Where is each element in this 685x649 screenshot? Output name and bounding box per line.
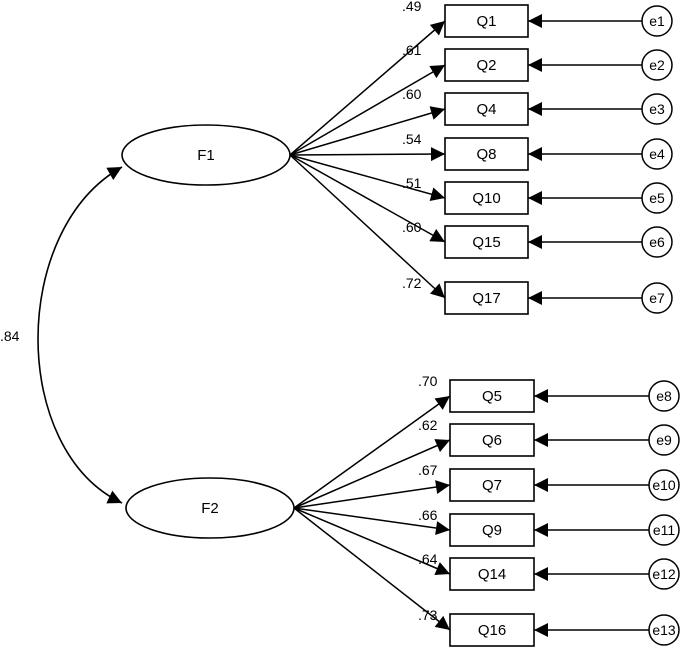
loading-path-q17 (289, 154, 446, 299)
loading-value-q16: .73 (418, 607, 438, 623)
loading-path-q5 (293, 395, 451, 509)
error-label-e7: e7 (649, 290, 665, 306)
error-label-e2: e2 (649, 57, 665, 73)
error-circle-e8 (648, 380, 680, 412)
error-circle-e7 (641, 282, 673, 314)
error-label-e6: e6 (649, 234, 665, 250)
error-circle-e6 (641, 226, 673, 258)
error-circle-e13 (648, 614, 680, 646)
loading-path-q14 (293, 507, 451, 575)
indicator-box-q10 (444, 181, 529, 215)
error-label-e1: e1 (649, 13, 665, 29)
correlation-layer: .84 (0, 166, 123, 504)
indicator-label-q1: Q1 (476, 13, 496, 30)
loading-path-q15 (289, 154, 446, 243)
loading-value-q5: .70 (418, 373, 438, 389)
error-circle-e10 (648, 469, 680, 501)
indicator-label-q15: Q15 (472, 234, 500, 251)
indicator-label-q8: Q8 (476, 146, 496, 163)
indicator-box-q16 (449, 613, 535, 647)
indicator-label-q14: Q14 (478, 566, 506, 583)
error-circle-e3 (641, 93, 673, 125)
factor-layer: F1 F2 (121, 124, 295, 539)
error-label-e9: e9 (656, 432, 672, 448)
loading-value-q7: .67 (418, 462, 438, 478)
correlation-arc (37, 166, 123, 504)
error-circle-e11 (648, 514, 680, 546)
loading-value-q9: .66 (418, 507, 438, 523)
error-circle-e12 (648, 558, 680, 590)
error-circle-e2 (641, 49, 673, 81)
loading-value-q1: .49 (402, 0, 422, 14)
indicator-box-q17 (444, 281, 529, 315)
loading-path-q1 (289, 20, 446, 156)
error-label-e5: e5 (649, 190, 665, 206)
indicator-label-q4: Q4 (476, 101, 496, 118)
error-circle-e1 (641, 5, 673, 37)
indicator-label-q7: Q7 (482, 477, 502, 494)
loading-path-q2 (289, 64, 446, 156)
indicator-label-q17: Q17 (472, 290, 500, 307)
loading-path-q10 (289, 154, 446, 202)
loading-value-q2: .61 (402, 42, 422, 58)
loading-value-q4: .60 (402, 86, 422, 102)
indicator-label-q10: Q10 (472, 190, 500, 207)
loading-path-q16 (293, 507, 451, 631)
indicator-label-q5: Q5 (482, 388, 502, 405)
factor-f1-label: F1 (197, 147, 215, 164)
indicator-label-q9: Q9 (482, 522, 502, 539)
error-label-e4: e4 (649, 146, 665, 162)
loading-path-q6 (293, 439, 451, 509)
loading-value-q10: .51 (402, 175, 422, 191)
loading-value-q6: .62 (418, 417, 438, 433)
indicator-box-q8 (444, 137, 529, 171)
correlation-value: .84 (0, 328, 20, 344)
indicator-box-q1 (444, 4, 529, 38)
loading-value-q14: .64 (418, 551, 438, 567)
error-label-e11: e11 (653, 522, 676, 538)
factor-f2-label: F2 (201, 500, 219, 517)
indicator-label-q2: Q2 (476, 57, 496, 74)
loading-path-q8 (289, 147, 446, 162)
error-label-e12: e12 (652, 566, 676, 582)
loading-value-q17: .72 (402, 275, 422, 291)
error-label-e8: e8 (656, 388, 672, 404)
loading-path-q9 (293, 507, 451, 535)
indicator-box-q9 (449, 513, 535, 547)
error-circle-e5 (641, 182, 673, 214)
indicator-box-q14 (449, 557, 535, 591)
error-label-e10: e10 (652, 477, 676, 493)
indicator-label-q16: Q16 (478, 622, 506, 639)
error-label-e3: e3 (649, 101, 665, 117)
loading-path-q4 (289, 106, 446, 156)
indicator-label-q6: Q6 (482, 432, 502, 449)
indicator-box-q2 (444, 48, 529, 82)
loading-value-q15: .60 (402, 219, 422, 235)
error-circle-e4 (641, 138, 673, 170)
loading-path-q7 (293, 480, 451, 509)
loading-value-q8: .54 (402, 131, 422, 147)
indicator-box-q5 (449, 379, 535, 413)
error-circle-e9 (648, 424, 680, 456)
error-label-e13: e13 (652, 622, 676, 638)
